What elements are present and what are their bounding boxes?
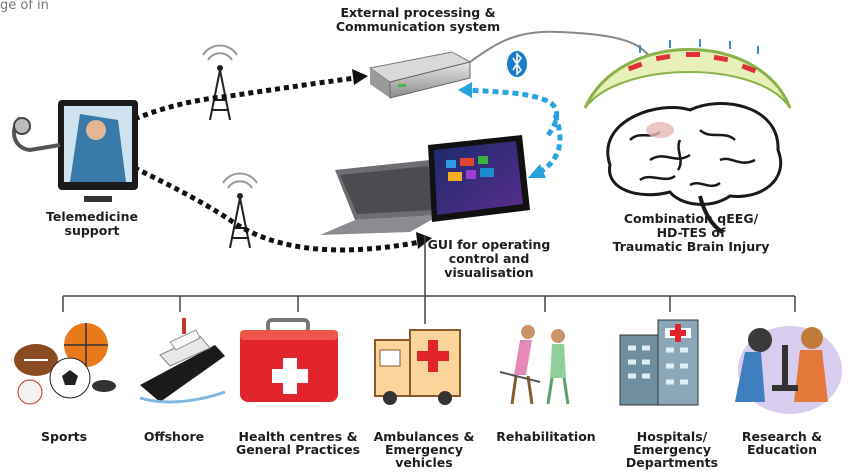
telemedicine-monitor-icon — [12, 100, 138, 202]
bluetooth-arrow-upper — [458, 82, 472, 98]
antenna-upper-icon — [202, 44, 238, 121]
ship-icon — [139, 318, 226, 404]
eeg-cap-icon — [583, 39, 792, 109]
bluetooth-icon — [507, 51, 527, 77]
bluetooth-link-lower — [538, 114, 563, 175]
corner-fragment: ge of in — [0, 0, 49, 13]
bluetooth-arrow-lower — [528, 164, 546, 178]
rehabilitation-icon — [499, 325, 570, 405]
app-label-hospitals: Hospitals/ Emergency Departments — [625, 429, 719, 470]
brain-icon — [606, 102, 782, 234]
processing-box-icon — [368, 51, 472, 99]
laptop-tablet-icon — [320, 135, 530, 235]
link-upper-dotted — [108, 75, 356, 133]
hospital-icon — [619, 319, 699, 406]
label-combination: Combination qEEG/ HD-TES of Traumatic Br… — [612, 211, 770, 254]
microscope-icon — [735, 326, 842, 414]
label-telemedicine: Telemedicine support — [46, 209, 138, 238]
link-lower-arrow-right — [416, 232, 432, 249]
app-label-ambulances: Ambulances & Emergency vehicles — [373, 429, 475, 470]
link-upper-arrow-right — [352, 69, 368, 85]
app-label-sports: Sports — [40, 429, 88, 444]
label-processing: External processing & Communication syst… — [335, 5, 501, 34]
app-label-health-centres: Health centres & General Practices — [235, 429, 361, 457]
cable-line — [469, 30, 651, 63]
ambulance-icon — [374, 329, 461, 405]
bluetooth-link-upper — [464, 87, 560, 137]
first-aid-kit-icon — [240, 318, 338, 402]
app-label-research: Research & Education — [741, 429, 823, 457]
connector-tree — [62, 236, 796, 324]
app-label-rehabilitation: Rehabilitation — [496, 429, 596, 444]
label-gui: GUI for operating control and visualisat… — [427, 237, 551, 280]
link-lower-dotted — [116, 157, 421, 253]
sports-balls-icon — [14, 323, 116, 405]
app-label-offshore: Offshore — [143, 429, 205, 444]
antenna-lower-icon — [222, 172, 258, 249]
